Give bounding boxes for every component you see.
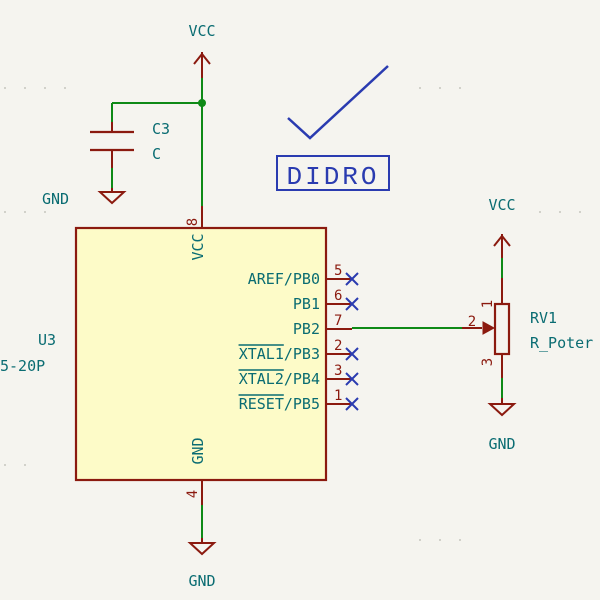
chip-pin-vcc-num: 8 (185, 218, 201, 226)
gnd-pot-label: GND (488, 435, 515, 453)
potentiometer-rv1[interactable] (462, 234, 517, 417)
gnd-chip-label: GND (188, 572, 215, 590)
chip-pin-number: 1 (334, 388, 342, 404)
chip-pin-vcc-name: VCC (189, 233, 207, 260)
no-connect-icon (345, 372, 359, 386)
gnd-cap-label: GND (42, 190, 69, 208)
chip-pin-name: RESET/PB5 (239, 395, 320, 413)
cap-value: C (152, 145, 161, 163)
logo-text: DIDRO (286, 162, 379, 192)
no-connect-icon (345, 297, 359, 311)
chip-pin-gnd-name: GND (189, 437, 207, 464)
pot-value: R_Poter (530, 334, 593, 352)
chip-pin-name: PB1 (293, 295, 320, 313)
capacitor-c3[interactable] (90, 103, 134, 205)
chip-pin-number: 7 (334, 313, 342, 329)
chip-pin-name: XTAL1/PB3 (239, 345, 320, 363)
pot-pin-bottom-num: 3 (480, 358, 496, 366)
chip-pin-number: 2 (334, 338, 342, 354)
no-connect-icon (345, 397, 359, 411)
gnd-chip-symbol (187, 542, 217, 556)
no-connect-icon (345, 347, 359, 361)
pot-pin-wiper-num: 2 (468, 314, 476, 330)
vcc-right-label: VCC (488, 196, 515, 214)
no-connect-icon (345, 272, 359, 286)
chip-pin-name: AREF/PB0 (248, 270, 320, 288)
vcc-top-label: VCC (188, 22, 215, 40)
logo-box (276, 155, 390, 191)
chip-pin-gnd-num: 4 (185, 490, 201, 498)
chip-pin-name: XTAL2/PB4 (239, 370, 320, 388)
chip-ref: U3 (38, 331, 56, 349)
cap-ref: C3 (152, 120, 170, 138)
chip-pin-number: 6 (334, 288, 342, 304)
check-icon (287, 65, 389, 140)
grid-dots (4, 87, 581, 541)
pot-pin-top-num: 1 (480, 300, 496, 308)
chip-pin-number: 3 (334, 363, 342, 379)
chip-pin-name: PB2 (293, 320, 320, 338)
chip-pin-number: 5 (334, 263, 342, 279)
vcc-top-symbol (193, 52, 211, 78)
junction-dot (198, 99, 206, 107)
pot-ref: RV1 (530, 309, 557, 327)
chip-value: 5-20P (0, 357, 45, 375)
